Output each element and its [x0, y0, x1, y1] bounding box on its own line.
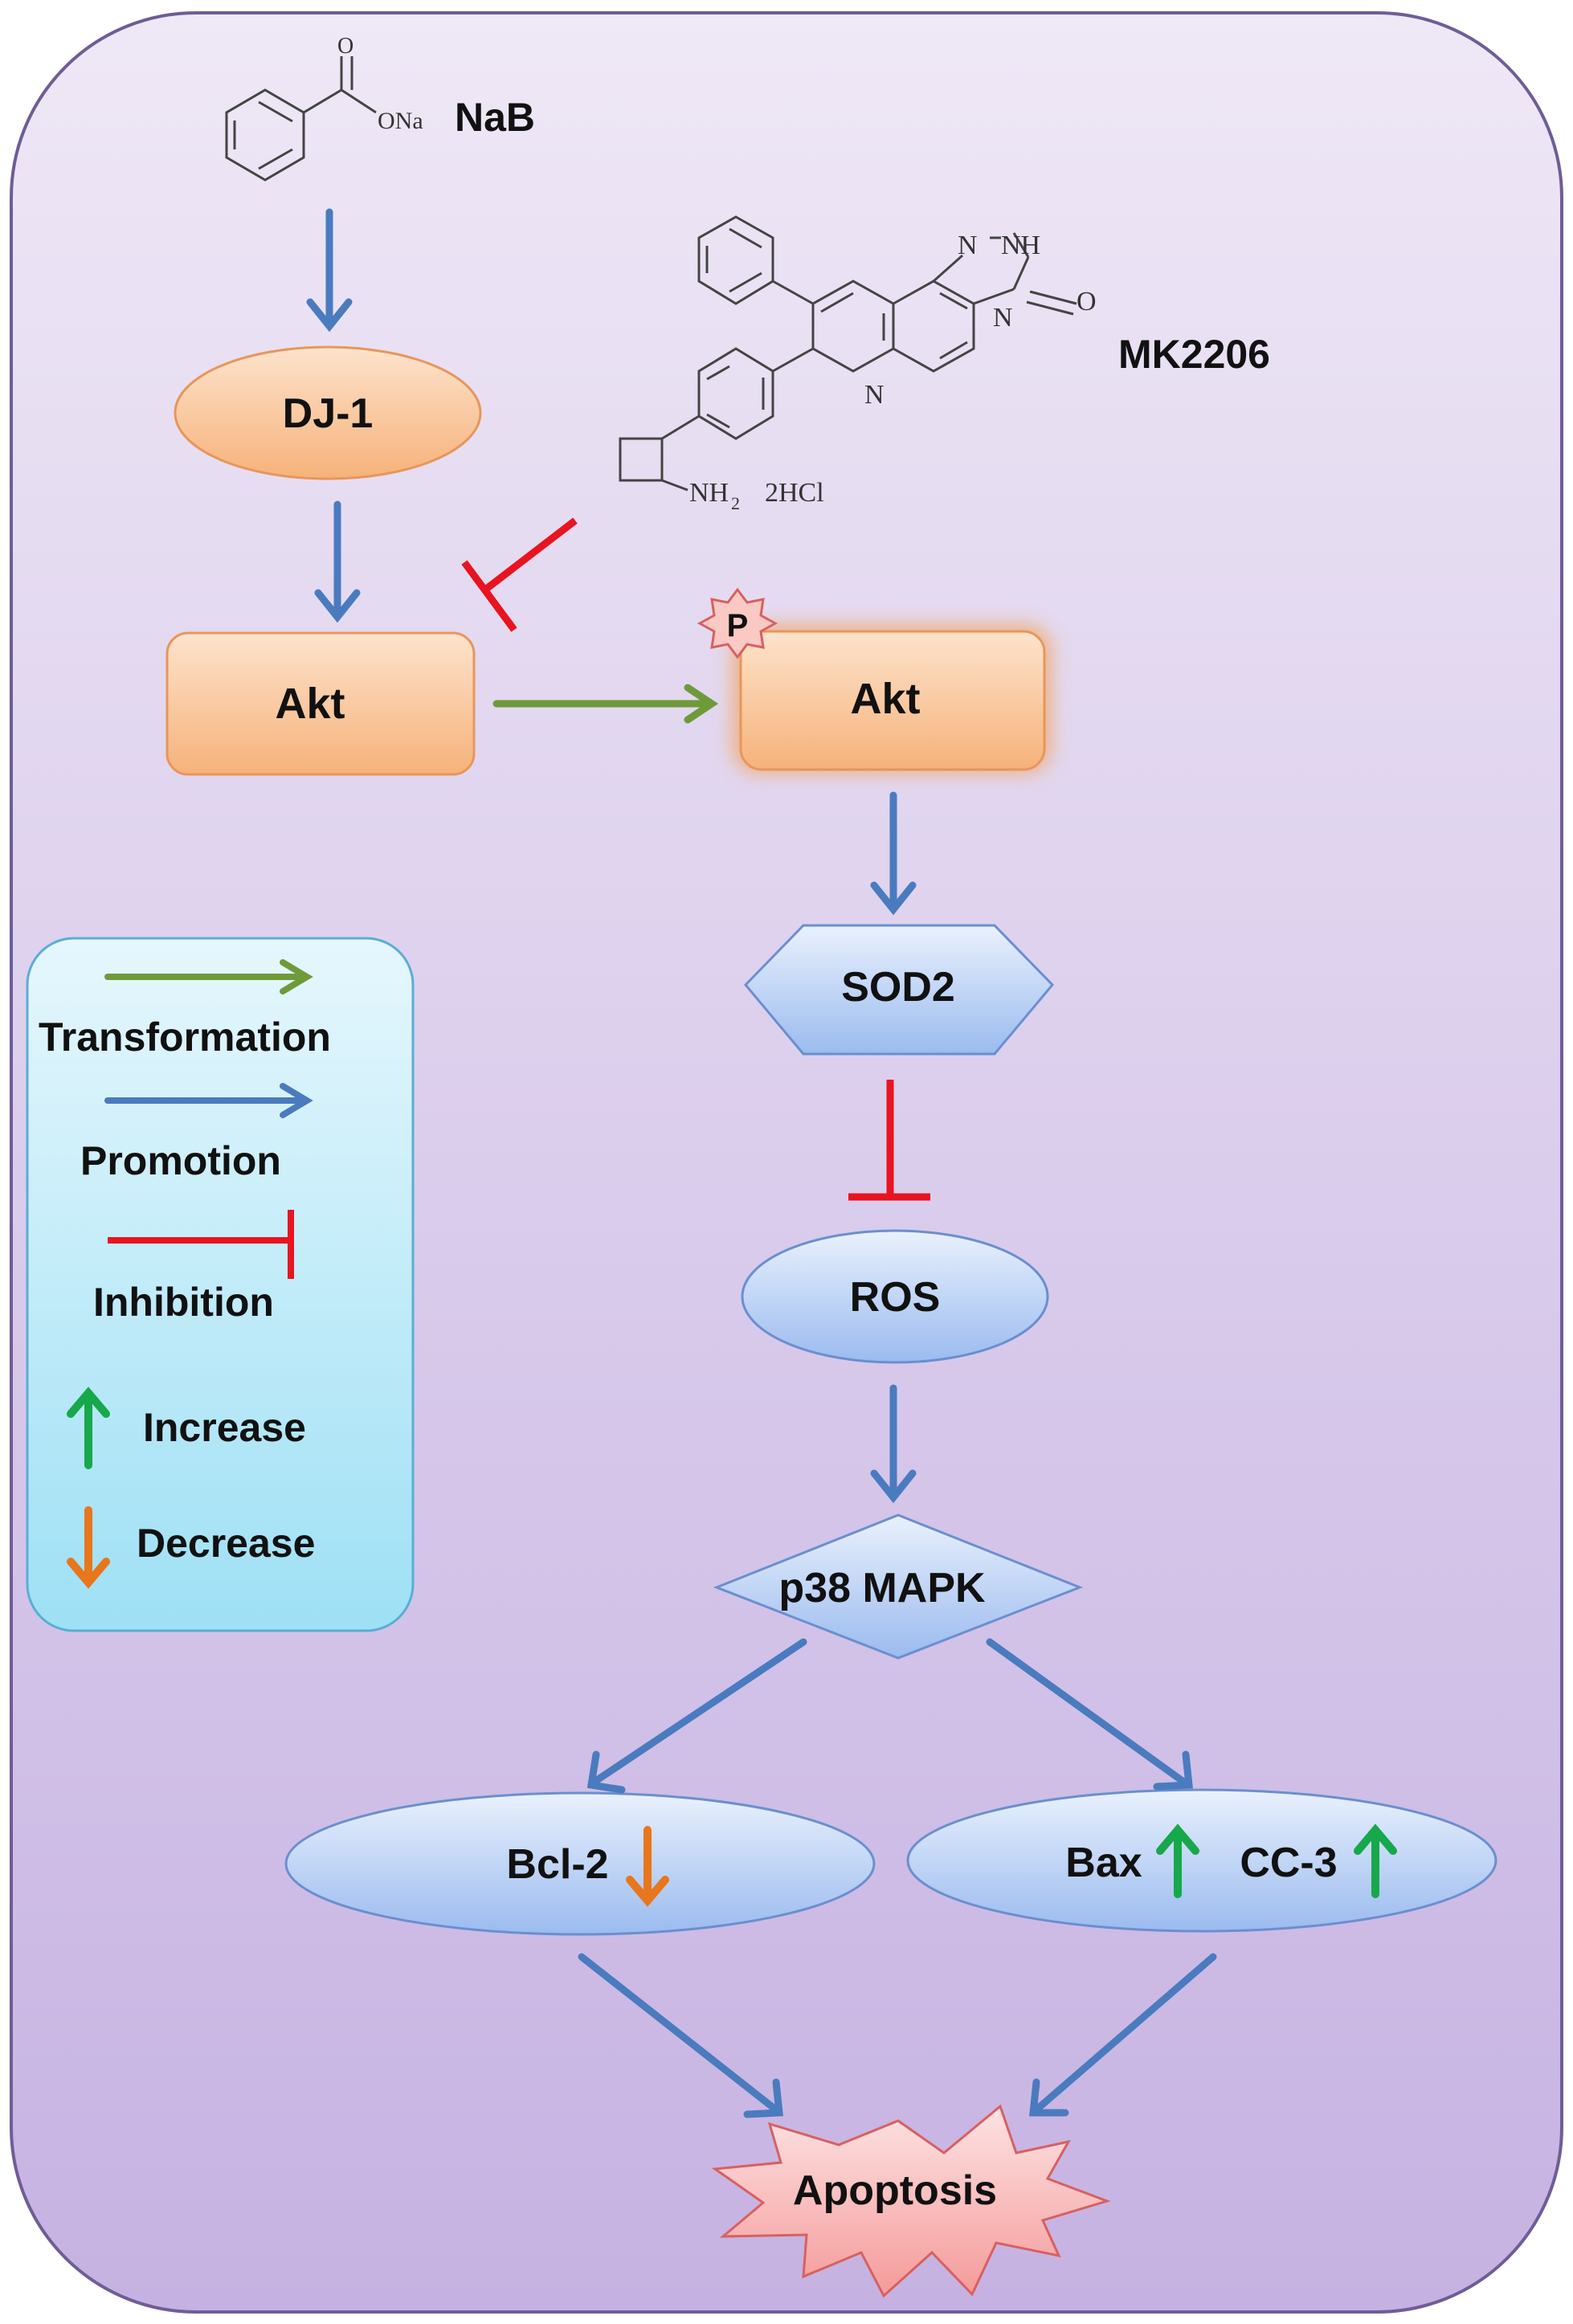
edge-nab-to-dj1	[306, 208, 353, 333]
nab-label: NaB	[455, 95, 535, 140]
legend-transformation-arrow	[104, 959, 313, 995]
node-ros-label: ROS	[850, 1274, 941, 1321]
legend-decrease-label: Decrease	[137, 1521, 315, 1566]
edge-bax-cc3-to-apoptosis	[1029, 1953, 1217, 2117]
node-ros: ROS	[741, 1229, 1049, 1364]
node-apoptosis: Apoptosis	[711, 2104, 1111, 2298]
mk2206-n1-label: N	[958, 231, 978, 260]
node-dj1-label: DJ-1	[283, 390, 374, 437]
node-bax-label: Bax	[1065, 1840, 1142, 1886]
svg-text:2HCl: 2HCl	[765, 478, 824, 508]
legend-promotion-label: Promotion	[80, 1138, 281, 1183]
node-akt-label: Akt	[275, 680, 345, 728]
edge-p38-to-bax-cc3	[986, 1638, 1193, 1791]
mk2206-structure	[619, 215, 1077, 492]
phosphorylation-badge: P	[697, 587, 778, 660]
mk2206-o-label: O	[1077, 287, 1097, 317]
cc3-increase-arrow-icon	[1354, 1824, 1397, 1898]
edge-akt-to-phospho-akt	[492, 684, 719, 724]
bax-increase-arrow-icon	[1156, 1824, 1199, 1898]
nab-structure	[225, 56, 377, 182]
legend-inhibition-label: Inhibition	[93, 1280, 274, 1325]
phosphorylation-badge-label: P	[727, 608, 749, 643]
node-phospho-akt: Akt	[733, 625, 1051, 773]
edge-phospho-akt-to-sod2	[870, 791, 917, 916]
bcl2-decrease-arrow-icon	[626, 1826, 669, 1907]
svg-text:2: 2	[731, 493, 740, 513]
legend-promotion-arrow	[104, 1083, 313, 1118]
node-bcl2: Bcl-2	[284, 1791, 876, 1936]
node-p38-mapk-label: p38 MAPK	[778, 1565, 986, 1611]
edge-sod2-inhibits-ros	[848, 1080, 930, 1201]
legend-increase-label: Increase	[143, 1405, 306, 1450]
legend-increase-arrow-icon	[67, 1387, 110, 1469]
legend-decrease-arrow-icon	[67, 1506, 110, 1589]
mk2206-salt-label: NH 2 2HCl	[689, 478, 824, 513]
legend-inhibition-symbol	[108, 1210, 294, 1279]
node-sod2: SOD2	[743, 924, 1055, 1056]
mk2206-n3-label: N	[864, 380, 885, 410]
node-bax-cc3: Bax CC-3	[906, 1788, 1497, 1933]
mk2206-nh-label: NH	[1001, 231, 1040, 260]
node-phospho-akt-label: Akt	[850, 675, 920, 723]
edge-mk2206-inhibits-akt	[461, 517, 578, 632]
node-p38-mapk: p38 MAPK	[713, 1513, 1084, 1660]
node-akt: Akt	[165, 631, 476, 776]
nab-oxygen-label: O	[337, 34, 353, 59]
edge-dj1-to-akt	[314, 500, 361, 623]
legend-transformation-label: Transformation	[39, 1015, 331, 1060]
edge-bcl2-to-apoptosis	[578, 1953, 783, 2118]
legend-box	[26, 937, 415, 1632]
edge-p38-to-bcl2	[586, 1638, 807, 1794]
node-cc3-label: CC-3	[1240, 1840, 1337, 1886]
node-sod2-label: SOD2	[841, 964, 955, 1011]
edge-ros-to-p38	[870, 1384, 917, 1504]
node-dj1: DJ-1	[174, 345, 482, 480]
background-panel	[10, 11, 1563, 2314]
mk2206-label: MK2206	[1118, 332, 1270, 377]
nab-ona-label: ONa	[378, 108, 423, 134]
mk2206-n2-label: N	[993, 303, 1013, 333]
node-bcl2-label: Bcl-2	[506, 1841, 608, 1888]
node-apoptosis-label: Apoptosis	[793, 2167, 997, 2214]
svg-text:NH: NH	[689, 478, 729, 508]
